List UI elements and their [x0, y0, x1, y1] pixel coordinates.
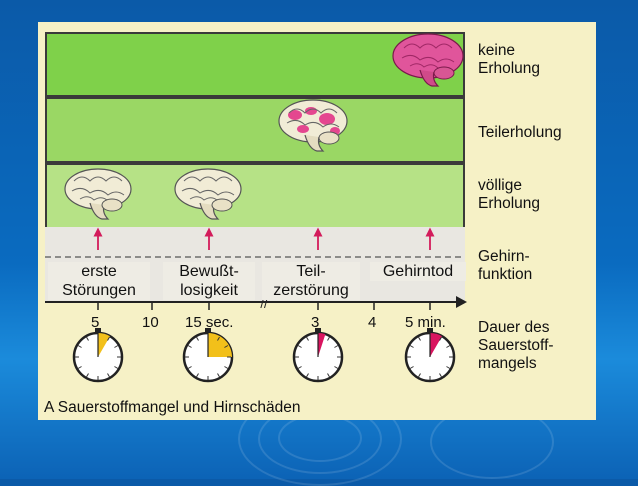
- row-label-no-recovery: keine Erholung: [478, 42, 541, 77]
- elapsed-wedge: [208, 333, 232, 357]
- stage-label-brain-death: Gehirntod: [370, 262, 466, 281]
- tick-label: 4: [368, 314, 377, 331]
- axis-break-icon: //: [260, 296, 268, 311]
- stage-label-partial-destruction: Teil- zerstörung: [262, 262, 360, 300]
- stopwatch-icon: [72, 328, 124, 383]
- elapsed-wedge: [318, 333, 326, 357]
- stage-label-first-disturbances: erste Störungen: [48, 262, 150, 300]
- stopwatch-icon: [292, 328, 344, 383]
- tick-label: 15 sec.: [185, 314, 234, 331]
- brain-partial-damage-icon: [278, 99, 348, 152]
- band-partial-recovery: [45, 97, 465, 163]
- row-label-partial-recovery: Teilerholung: [478, 124, 562, 141]
- figure-caption: A Sauerstoffmangel und Hirnschäden: [44, 399, 301, 416]
- duration-label: Dauer des Sauerstoff- mangels: [478, 319, 554, 372]
- brain-healthy-icon: [174, 168, 242, 220]
- time-axis: [45, 296, 467, 310]
- stopwatch-icon: [404, 328, 456, 383]
- row-label-brain-function: Gehirn- funktion: [478, 248, 533, 283]
- tick-label: 5 min.: [405, 314, 446, 331]
- brain-healthy-icon: [64, 168, 132, 220]
- brain-dead-icon: [392, 33, 464, 87]
- tick-label: 3: [311, 314, 320, 331]
- elapsed-wedge: [430, 333, 442, 357]
- stopwatch-icon: [182, 328, 234, 383]
- row-label-full-recovery: völlige Erholung: [478, 177, 541, 212]
- tick-label: 5: [91, 314, 100, 331]
- elapsed-wedge: [98, 333, 110, 357]
- stage-label-unconsciousness: Bewußt- losigkeit: [163, 262, 255, 300]
- tick-label: 10: [142, 314, 159, 331]
